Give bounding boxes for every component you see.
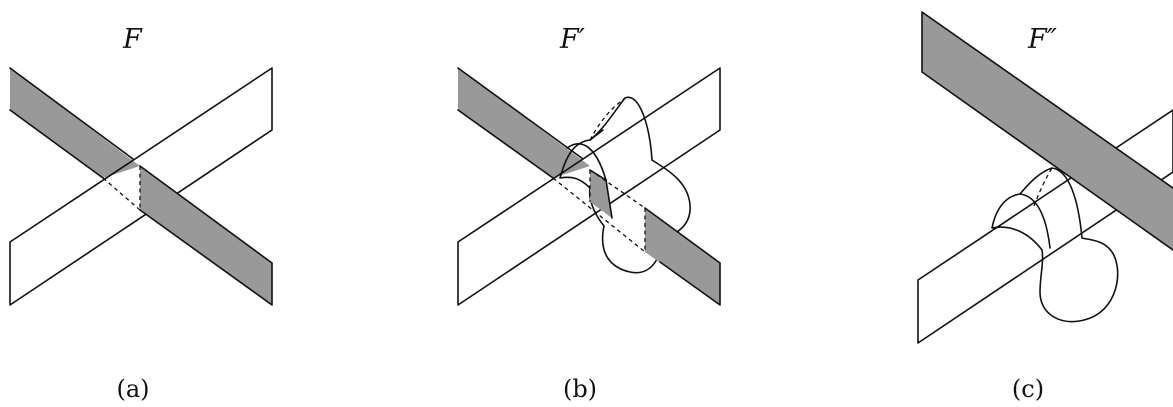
- dark-band: [922, 12, 1173, 250]
- panel-c: F″ (c): [917, 11, 1173, 403]
- surface-label-F: F: [122, 24, 143, 55]
- caption-a: (a): [116, 375, 149, 403]
- dark-band-front: [140, 166, 272, 305]
- dark-band-back: [458, 68, 590, 178]
- hidden-edge: [1033, 167, 1053, 207]
- light-band: [457, 67, 721, 306]
- caption-c: (c): [1012, 375, 1044, 403]
- surface-label-F-prime: F′: [559, 24, 585, 55]
- surface-label-F-double-prime: F″: [1027, 24, 1057, 55]
- hidden-edge: [102, 166, 141, 211]
- panel-a: F (a): [9, 24, 273, 403]
- dark-band-inner: [590, 170, 612, 218]
- panel-b: F′ (b): [457, 24, 721, 403]
- hidden-edge: [552, 97, 646, 253]
- light-band: [9, 67, 273, 306]
- tube-bulge: [991, 167, 1119, 323]
- dark-band-back: [10, 68, 140, 178]
- dark-band-front: [645, 208, 720, 305]
- caption-b: (b): [563, 375, 597, 403]
